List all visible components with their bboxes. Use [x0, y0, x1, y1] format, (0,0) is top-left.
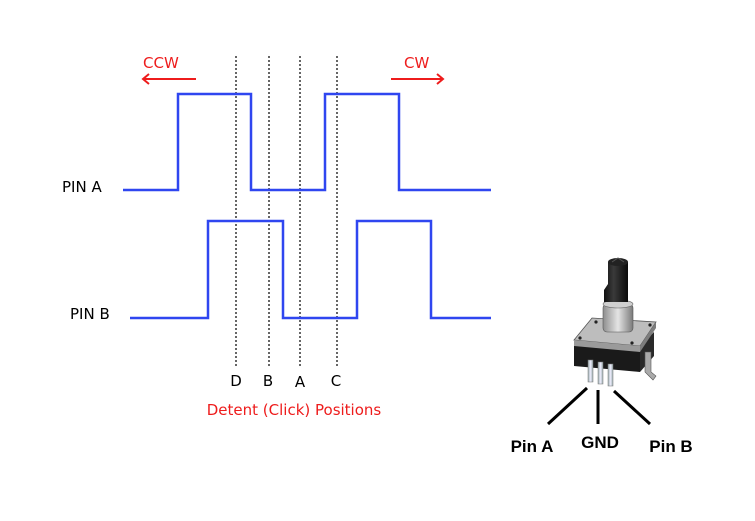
arrow-right-icon — [391, 73, 445, 85]
cw-indicator: CW — [391, 54, 445, 85]
detent-labels: D B A C — [230, 372, 341, 391]
pin-label-a: Pin A — [511, 437, 554, 456]
pin-leaders — [546, 386, 652, 426]
pin-label-gnd: GND — [581, 433, 619, 452]
signal-pin-a: PIN A — [62, 92, 491, 196]
cw-label: CW — [404, 54, 429, 72]
signal-pin-b: PIN B — [70, 219, 491, 323]
rotary-encoder-illustration — [573, 257, 657, 387]
signal-label-pin-b: PIN B — [70, 305, 110, 323]
leader-pin-b — [612, 389, 652, 426]
arrow-left-icon — [141, 73, 196, 85]
leader-pin-a — [546, 386, 589, 426]
signal-label-pin-a: PIN A — [62, 178, 102, 196]
detent-caption: Detent (Click) Positions — [207, 401, 382, 419]
waveform-pin-b — [130, 219, 491, 320]
detent-guides — [235, 56, 338, 368]
ccw-indicator: CCW — [141, 54, 196, 85]
detent-label-c: C — [331, 372, 341, 390]
pin-label-b: Pin B — [649, 437, 692, 456]
detent-label-b: B — [263, 372, 273, 390]
ccw-label: CCW — [143, 54, 179, 72]
waveform-pin-a — [123, 92, 491, 192]
detent-label-d: D — [230, 372, 242, 390]
detent-label-a: A — [295, 373, 306, 391]
